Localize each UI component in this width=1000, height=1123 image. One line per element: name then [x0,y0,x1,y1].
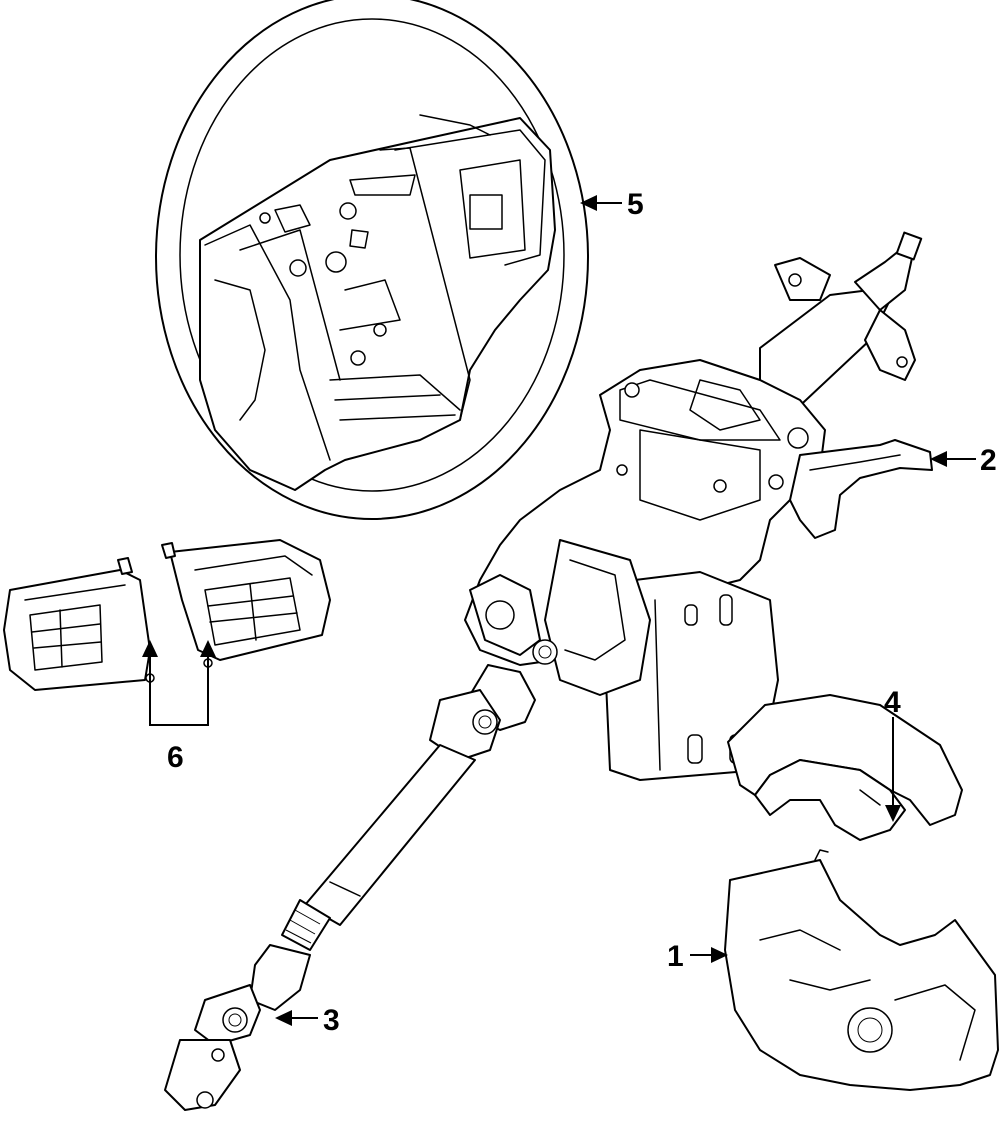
steering-wheel [155,0,589,520]
callout-1: 1 [667,940,684,973]
leader-3 [275,1010,318,1026]
shroud-lower [724,849,999,1091]
leader-1 [690,947,728,963]
leader-6 [142,640,216,726]
callout-5: 5 [627,188,644,221]
wheel-switch-left [3,557,155,691]
leader-4 [885,717,901,822]
steering-column [464,231,933,781]
wheel-switch-right [161,539,331,668]
leader-2 [930,451,976,467]
callout-6: 6 [167,741,184,774]
intermediate-shaft [164,664,536,1111]
shroud-upper [727,694,963,841]
leader-5 [580,195,622,211]
callout-4: 4 [884,686,901,719]
callout-3: 3 [323,1004,340,1037]
callout-2: 2 [980,444,997,477]
